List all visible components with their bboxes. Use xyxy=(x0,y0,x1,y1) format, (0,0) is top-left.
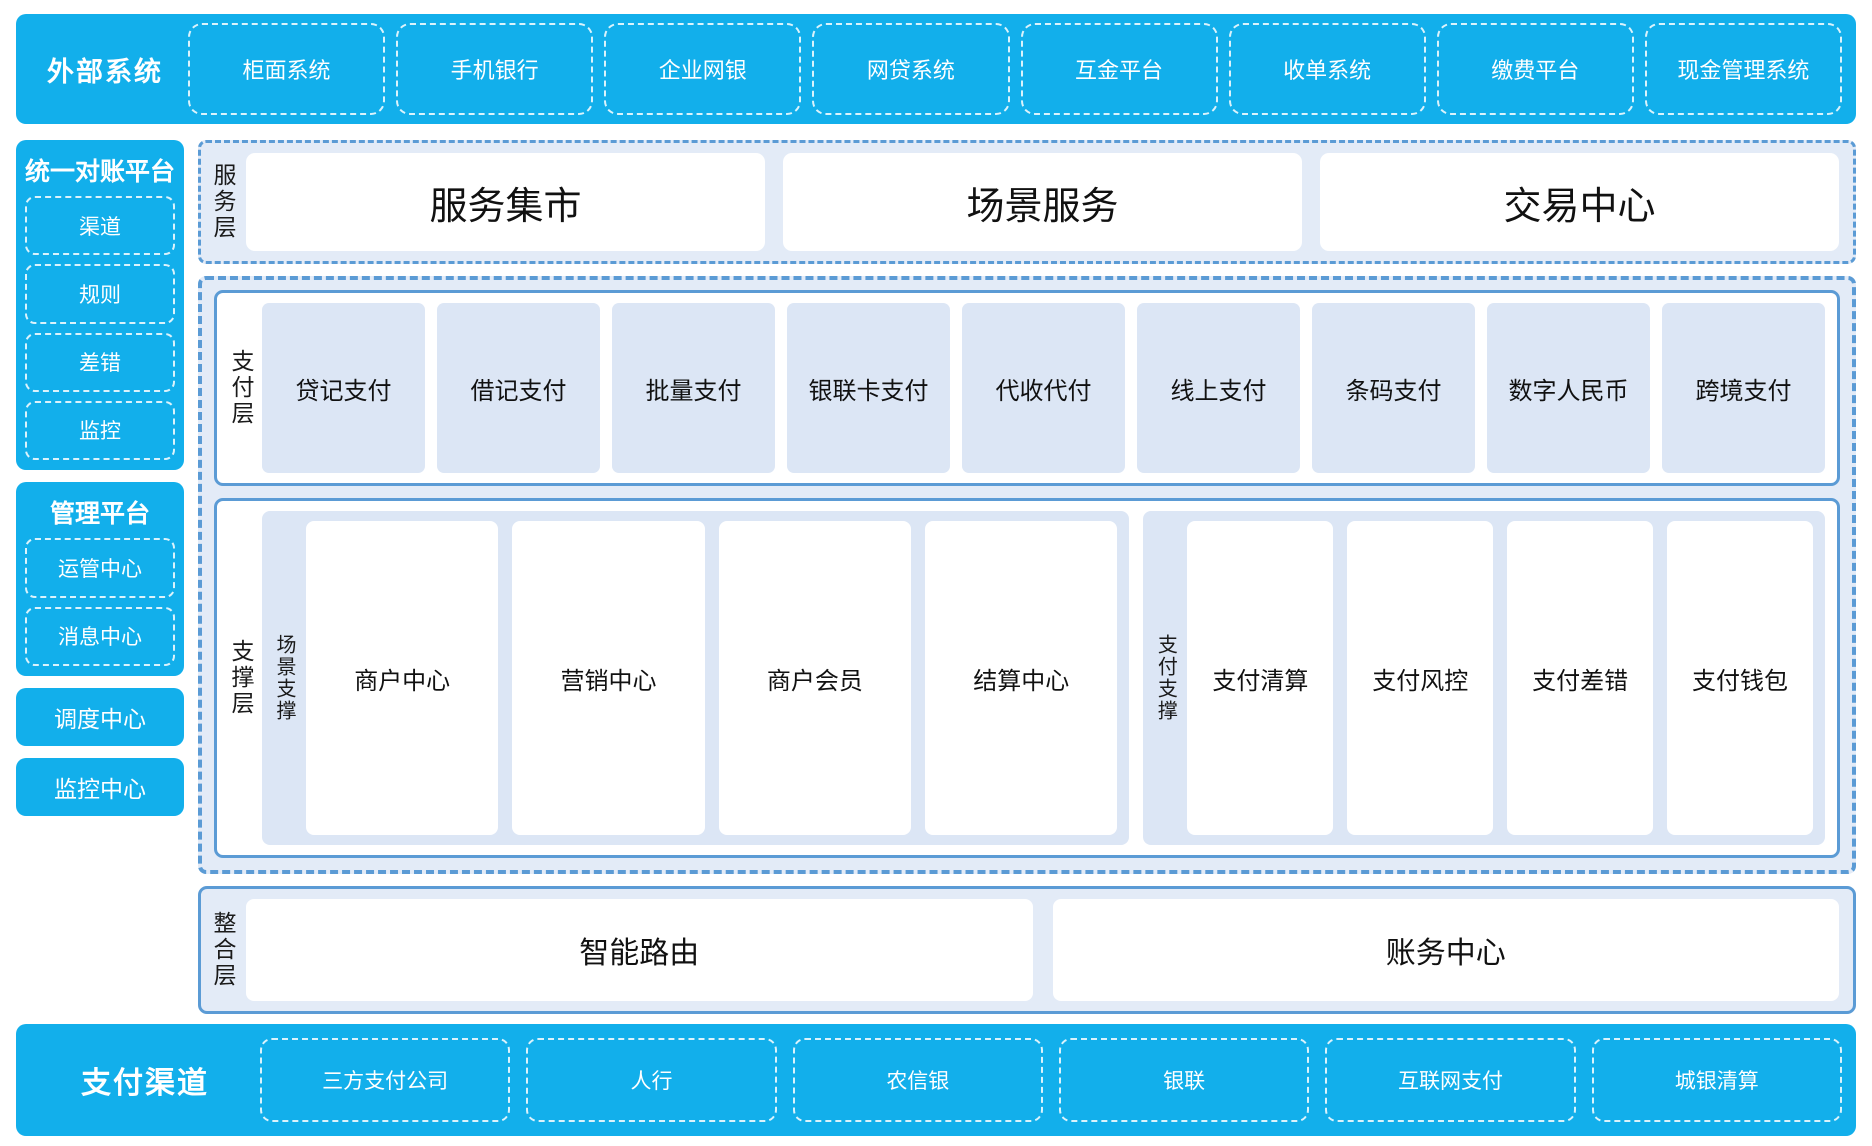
service-card-scenario[interactable]: 场景服务 xyxy=(783,153,1303,251)
management-platform-card: 管理平台 运管中心 消息中心 xyxy=(16,482,185,676)
external-system-item[interactable]: 手机银行 xyxy=(396,23,594,115)
payment-channel-item[interactable]: 银联 xyxy=(1058,1038,1310,1122)
payment-item-online[interactable]: 线上支付 xyxy=(1137,303,1301,473)
support-card-merchant-member[interactable]: 商户会员 xyxy=(718,521,912,835)
payment-channels-list: 三方支付公司 人行 农信银 银联 互联网支付 城银清算 xyxy=(260,1024,1842,1136)
payment-item-unionpay-card[interactable]: 银联卡支付 xyxy=(787,303,951,473)
external-systems-band: 外部系统 柜面系统 手机银行 企业网银 网贷系统 互金平台 收单系统 缴费平台 … xyxy=(16,14,1856,124)
rail-item-error[interactable]: 差错 xyxy=(25,332,176,392)
payment-channel-item[interactable]: 三方支付公司 xyxy=(260,1038,511,1122)
payment-channel-item[interactable]: 农信银 xyxy=(792,1038,1043,1122)
support-card-marketing-center[interactable]: 营销中心 xyxy=(512,521,705,835)
external-system-item[interactable]: 柜面系统 xyxy=(188,23,386,115)
left-rail: 统一对账平台 渠道 规则 差错 监控 管理平台 运管中心 消息中心 调度中心 监… xyxy=(16,140,185,1014)
support-card-merchant-center[interactable]: 商户中心 xyxy=(306,521,499,835)
support-group-payment-cards: 支付清算 支付风控 支付差错 支付钱包 xyxy=(1187,521,1813,835)
external-systems-title: 外部系统 xyxy=(47,56,163,87)
rail-item-message-center[interactable]: 消息中心 xyxy=(25,606,176,666)
rail-item-monitoring-center[interactable]: 监控中心 xyxy=(16,758,185,816)
core-layers-container: 支付层 贷记支付 借记支付 批量支付 银联卡支付 代收代付 线上支付 条码支付 … xyxy=(198,276,1856,874)
service-layer-cards: 服务集市 场景服务 交易中心 xyxy=(246,153,1840,251)
payment-channels-title: 支付渠道 xyxy=(81,1067,209,1100)
payment-layer-card: 支付层 贷记支付 借记支付 批量支付 银联卡支付 代收代付 线上支付 条码支付 … xyxy=(214,290,1840,486)
support-card-payment-wallet[interactable]: 支付钱包 xyxy=(1667,521,1813,835)
support-card-payment-risk[interactable]: 支付风控 xyxy=(1347,521,1494,835)
management-platform-items: 运管中心 消息中心 xyxy=(25,538,176,666)
external-systems-list: 柜面系统 手机银行 企业网银 网贷系统 互金平台 收单系统 缴费平台 现金管理系… xyxy=(188,14,1842,124)
rail-item-channel[interactable]: 渠道 xyxy=(25,196,176,256)
service-card-marketplace[interactable]: 服务集市 xyxy=(246,153,766,251)
payment-channel-item[interactable]: 人行 xyxy=(526,1038,777,1122)
rail-spacer xyxy=(16,828,184,1014)
rail-item-scheduling-center[interactable]: 调度中心 xyxy=(16,688,185,746)
rail-item-rule[interactable]: 规则 xyxy=(25,264,176,324)
support-card-payment-error[interactable]: 支付差错 xyxy=(1507,521,1654,835)
external-system-item[interactable]: 互金平台 xyxy=(1020,23,1218,115)
external-system-item[interactable]: 缴费平台 xyxy=(1436,23,1634,115)
support-layer-groups: 场景支撑 商户中心 营销中心 商户会员 结算中心 支付支撑 支付清算 xyxy=(262,511,1825,845)
payment-item-batch[interactable]: 批量支付 xyxy=(612,303,776,473)
payment-item-barcode[interactable]: 条码支付 xyxy=(1312,303,1476,473)
external-system-item[interactable]: 企业网银 xyxy=(604,23,802,115)
service-card-transaction[interactable]: 交易中心 xyxy=(1320,153,1840,251)
support-card-payment-clearing[interactable]: 支付清算 xyxy=(1187,521,1334,835)
support-card-settlement-center[interactable]: 结算中心 xyxy=(925,521,1118,835)
payment-channel-item[interactable]: 互联网支付 xyxy=(1325,1038,1576,1122)
integration-layer-label: 整合层 xyxy=(210,911,237,989)
service-layer-container: 服务层 服务集市 场景服务 交易中心 xyxy=(198,140,1856,264)
integration-card-smart-routing[interactable]: 智能路由 xyxy=(246,899,1033,1001)
external-system-item[interactable]: 现金管理系统 xyxy=(1644,23,1842,115)
payment-item-collection-payment[interactable]: 代收代付 xyxy=(962,303,1126,473)
support-group-payment-label: 支付支撑 xyxy=(1154,634,1177,722)
integration-layer-cards: 智能路由 账务中心 xyxy=(246,899,1840,1001)
support-group-payment: 支付支撑 支付清算 支付风控 支付差错 支付钱包 xyxy=(1143,511,1825,845)
payment-layer-items: 贷记支付 借记支付 批量支付 银联卡支付 代收代付 线上支付 条码支付 数字人民… xyxy=(262,303,1826,473)
payment-item-cross-border[interactable]: 跨境支付 xyxy=(1662,303,1826,473)
reconciliation-platform-card: 统一对账平台 渠道 规则 差错 监控 xyxy=(16,140,185,470)
support-group-scenario-cards: 商户中心 营销中心 商户会员 结算中心 xyxy=(306,521,1118,835)
external-system-item[interactable]: 网贷系统 xyxy=(812,23,1010,115)
external-system-item[interactable]: 收单系统 xyxy=(1228,23,1426,115)
payment-channels-band: 支付渠道 三方支付公司 人行 农信银 银联 互联网支付 城银清算 xyxy=(16,1024,1856,1136)
support-layer-label: 支撑层 xyxy=(228,639,255,717)
management-platform-title: 管理平台 xyxy=(50,500,151,528)
reconciliation-platform-items: 渠道 规则 差错 监控 xyxy=(25,196,176,460)
payment-item-debit[interactable]: 借记支付 xyxy=(437,303,601,473)
integration-layer-container: 整合层 智能路由 账务中心 xyxy=(198,886,1856,1014)
middle-region: 统一对账平台 渠道 规则 差错 监控 管理平台 运管中心 消息中心 调度中心 监… xyxy=(16,140,1856,1014)
integration-card-accounting-center[interactable]: 账务中心 xyxy=(1052,899,1840,1001)
rail-item-operations-center[interactable]: 运管中心 xyxy=(25,538,176,598)
layer-stack: 服务层 服务集市 场景服务 交易中心 支付层 贷记支付 借记支付 批量支付 银联… xyxy=(198,140,1856,1014)
payment-channel-item[interactable]: 城银清算 xyxy=(1591,1038,1842,1122)
payment-item-credit[interactable]: 贷记支付 xyxy=(262,303,426,473)
reconciliation-platform-title: 统一对账平台 xyxy=(25,158,176,186)
service-layer-label: 服务层 xyxy=(210,163,237,241)
payment-item-digital-rmb[interactable]: 数字人民币 xyxy=(1487,303,1651,473)
payment-layer-label: 支付层 xyxy=(228,349,255,427)
support-group-scenario-label: 场景支撑 xyxy=(273,634,296,722)
rail-item-monitor[interactable]: 监控 xyxy=(25,400,176,460)
support-layer-card: 支撑层 场景支撑 商户中心 营销中心 商户会员 结算中心 xyxy=(214,498,1840,858)
support-group-scenario: 场景支撑 商户中心 营销中心 商户会员 结算中心 xyxy=(262,511,1130,845)
